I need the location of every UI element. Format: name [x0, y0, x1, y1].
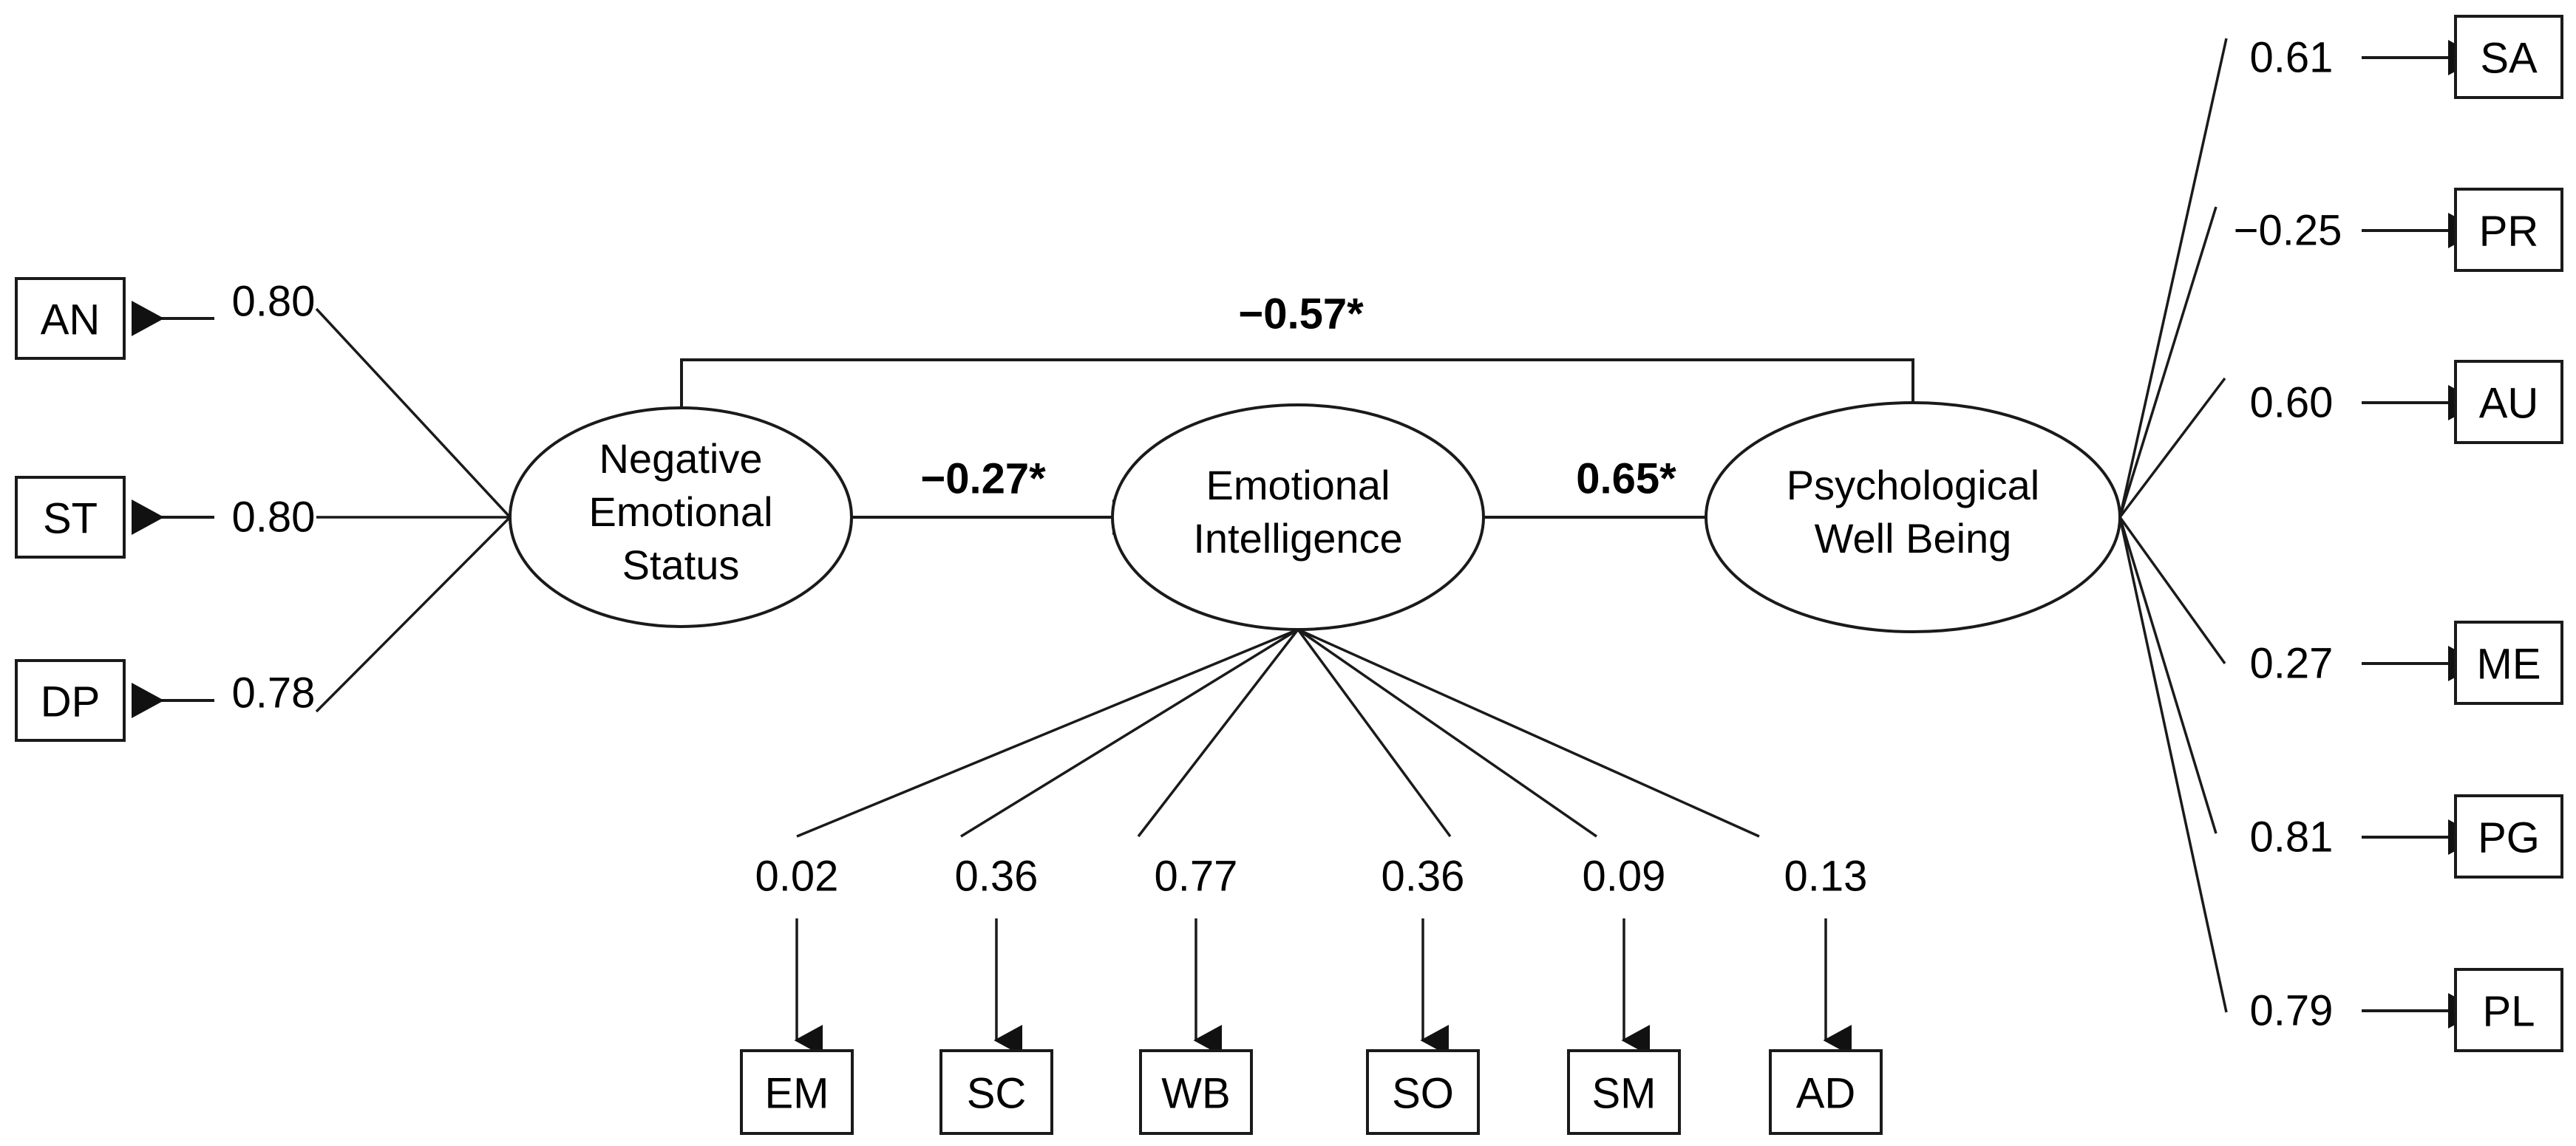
box-sc[interactable] — [939, 1049, 1053, 1135]
latent-label-ei-line1: Emotional — [1206, 462, 1390, 508]
box-label-em: EM — [765, 1070, 829, 1118]
loading-label-me: 0.27 — [2250, 640, 2334, 688]
coef-nes-to-ei: −0.27* — [920, 455, 1046, 503]
loading-label-st: 0.80 — [232, 494, 316, 542]
box-me[interactable] — [2454, 621, 2563, 705]
left-indicator-boxes: AN ST DP — [15, 277, 126, 742]
fan-line-me — [2118, 516, 2226, 665]
fan-line-pg — [2118, 516, 2218, 834]
right-loading-labels: 0.61 −0.25 0.60 0.27 0.81 0.79 — [2234, 34, 2342, 1035]
bottom-indicator-arrows — [794, 918, 1852, 1056]
left-indicator-arrows — [132, 301, 214, 718]
box-sm[interactable] — [1567, 1049, 1681, 1135]
fan-line-dp — [315, 516, 512, 713]
structural-path-nes-to-ei: −0.27* — [852, 455, 1145, 535]
box-label-pr: PR — [2479, 208, 2539, 256]
loading-label-so: 0.36 — [1382, 853, 1465, 901]
fan-line-au — [2118, 377, 2226, 519]
fan-line-sm — [1297, 628, 1597, 838]
box-label-au: AU — [2479, 380, 2539, 428]
loading-label-sm: 0.09 — [1583, 853, 1666, 901]
box-label-wb: WB — [1161, 1070, 1230, 1118]
box-label-ad: AD — [1796, 1070, 1856, 1118]
loading-label-pg: 0.81 — [2250, 814, 2334, 862]
coef-nes-to-pwb: −0.57* — [1238, 290, 1364, 338]
loading-label-wb: 0.77 — [1155, 853, 1238, 901]
box-au[interactable] — [2454, 360, 2563, 444]
box-label-sm: SM — [1592, 1070, 1656, 1118]
box-label-st: ST — [43, 495, 98, 543]
right-indicator-boxes: SA PR AU ME PG PL — [2454, 15, 2563, 1052]
fan-line-pl — [2118, 516, 2228, 1013]
box-label-dp: DP — [41, 678, 101, 726]
latent-psychological-well-being[interactable]: Psychological Well Being — [1705, 401, 2121, 633]
latent-label-pwb-line2: Well Being — [1815, 515, 2012, 562]
loading-label-pl: 0.79 — [2250, 987, 2334, 1035]
latent-negative-emotional-status[interactable]: Negative Emotional Status — [509, 406, 853, 628]
box-pg[interactable] — [2454, 794, 2563, 879]
box-label-me: ME — [2477, 641, 2541, 689]
ellipse-nes[interactable] — [509, 406, 853, 628]
box-label-pl: PL — [2483, 988, 2535, 1036]
loading-label-dp: 0.78 — [232, 669, 316, 717]
loading-label-pr: −0.25 — [2234, 207, 2342, 255]
latent-label-ei-line2: Intelligence — [1193, 515, 1402, 562]
bottom-loading-fan — [796, 628, 1760, 838]
fan-line-pr — [2118, 206, 2218, 518]
box-pr[interactable] — [2454, 188, 2563, 272]
bottom-loading-labels: 0.02 0.36 0.77 0.36 0.09 0.13 — [755, 853, 1868, 901]
right-indicator-arrows — [2362, 40, 2481, 1029]
fan-line-so — [1297, 628, 1452, 838]
fan-line-sc — [960, 628, 1299, 838]
loading-label-sc: 0.36 — [955, 853, 1039, 901]
fan-line-ad — [1297, 628, 1760, 838]
fan-line-an — [315, 307, 512, 519]
box-an[interactable] — [15, 277, 126, 360]
box-label-sa: SA — [2480, 35, 2538, 83]
latent-label-nes-line2: Emotional — [588, 488, 772, 535]
box-label-sc: SC — [967, 1070, 1027, 1118]
loading-label-an: 0.80 — [232, 278, 316, 326]
fan-line-em — [796, 628, 1299, 838]
box-sa[interactable] — [2454, 15, 2563, 99]
box-pl[interactable] — [2454, 968, 2563, 1052]
box-ad[interactable] — [1769, 1049, 1883, 1135]
latent-label-nes-line3: Status — [622, 542, 740, 588]
loading-label-em: 0.02 — [755, 853, 839, 901]
box-st[interactable] — [15, 476, 126, 559]
latent-label-pwb-line1: Psychological — [1787, 462, 2039, 508]
box-dp[interactable] — [15, 659, 126, 742]
loading-label-au: 0.60 — [2250, 379, 2334, 427]
left-loading-fan — [315, 307, 512, 713]
box-so[interactable] — [1366, 1049, 1480, 1135]
fan-line-wb — [1137, 628, 1299, 838]
box-label-pg: PG — [2478, 814, 2540, 862]
bottom-indicator-boxes: EM SC WB SO SM AD — [740, 1049, 1883, 1135]
fan-line-sa — [2118, 38, 2228, 518]
loading-label-sa: 0.61 — [2250, 34, 2334, 82]
box-label-an: AN — [41, 296, 101, 344]
box-em[interactable] — [740, 1049, 854, 1135]
bridge-path-line — [680, 358, 1914, 408]
latent-label-nes-line1: Negative — [599, 435, 762, 482]
right-loading-fan — [2118, 38, 2228, 1013]
latent-emotional-intelligence[interactable]: Emotional Intelligence — [1111, 403, 1485, 631]
box-label-so: SO — [1392, 1070, 1454, 1118]
loading-label-ad: 0.13 — [1784, 853, 1868, 901]
box-wb[interactable] — [1139, 1049, 1253, 1135]
coef-ei-to-pwb: 0.65* — [1576, 455, 1676, 503]
left-loading-labels: 0.80 0.80 0.78 — [232, 278, 316, 717]
